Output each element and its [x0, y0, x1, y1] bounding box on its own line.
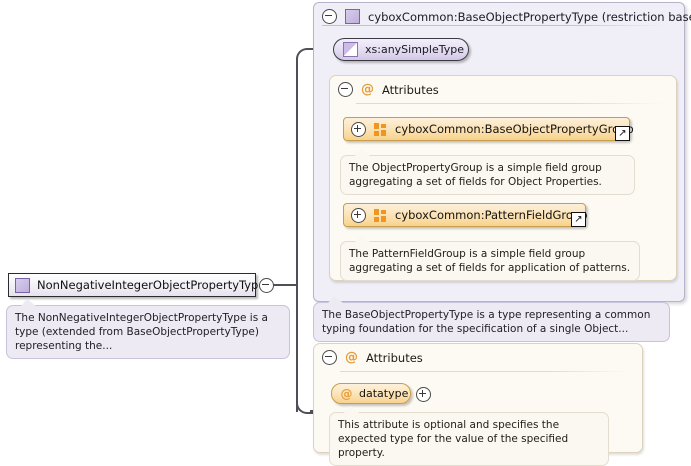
collapse-toggle-icon[interactable]: [338, 82, 353, 97]
attribute-group-description-bubble-objectpropertygroup: The ObjectPropertyGroup is a simple fiel…: [340, 149, 635, 195]
at-sign-icon: @: [345, 350, 358, 365]
attribute-group-icon: [374, 208, 387, 222]
attributes-bottom-header-divider: [340, 371, 630, 372]
attribute-group-label: cyboxCommon:PatternFieldGroup: [395, 208, 588, 222]
connector-vertical-trunk: [296, 64, 298, 412]
type-node-label: NonNegativeIntegerObjectPropertyType: [37, 278, 266, 292]
attribute-description-bubble-datatype: This attribute is optional and specifies…: [329, 406, 609, 466]
attribute-node-label: datatype: [359, 387, 409, 400]
attributes-header-divider: [356, 103, 664, 104]
type-node-collapse-toggle[interactable]: [259, 278, 274, 296]
connector-corner-top: [296, 48, 316, 68]
attributes-section-bottom-title: Attributes: [366, 350, 423, 365]
restriction-base-header: cyboxCommon:BaseObjectPropertyType (rest…: [314, 3, 691, 29]
type-node-description-text: The NonNegativeIntegerObjectPropertyType…: [15, 312, 268, 352]
collapse-toggle-icon[interactable]: [322, 9, 337, 24]
attribute-node-datatype[interactable]: @ datatype: [331, 383, 411, 404]
type-node-nonnegativeinteger[interactable]: NonNegativeIntegerObjectPropertyType: [8, 273, 265, 297]
restriction-base-description-text: The BaseObjectPropertyType is a type rep…: [322, 309, 651, 335]
expand-toggle-icon[interactable]: [351, 121, 366, 137]
simple-type-label: xs:anySimpleType: [365, 43, 464, 56]
external-link-icon[interactable]: ↗: [571, 212, 586, 227]
simple-type-node-anysimpletype[interactable]: xs:anySimpleType: [333, 38, 469, 61]
attribute-group-description-text: The PatternFieldGroup is a simple field …: [349, 248, 631, 274]
complex-type-square-icon: [15, 277, 30, 293]
complex-type-square-icon: [345, 9, 360, 24]
expand-toggle-icon[interactable]: [351, 207, 366, 223]
restriction-base-title: cyboxCommon:BaseObjectPropertyType (rest…: [368, 9, 691, 24]
collapse-toggle-icon[interactable]: [322, 350, 337, 365]
at-sign-icon: @: [361, 82, 374, 97]
attributes-section-title: Attributes: [382, 82, 439, 97]
attributes-section-bottom-header: @ Attributes: [314, 344, 642, 369]
attribute-group-label: cyboxCommon:BaseObjectPropertyGroup: [395, 122, 634, 136]
connector-left-stub: [272, 284, 298, 286]
simple-type-icon: [343, 42, 358, 57]
attributes-section-header: @ Attributes: [330, 76, 676, 101]
attribute-group-icon: [374, 122, 387, 136]
expand-toggle-icon: [416, 387, 431, 402]
attribute-description-text: This attribute is optional and specifies…: [338, 419, 569, 459]
attribute-group-node-baseobjectpropertygroup[interactable]: cyboxCommon:BaseObjectPropertyGroup ↗: [343, 117, 634, 141]
attribute-group-description-bubble-patternfieldgroup: The PatternFieldGroup is a simple field …: [340, 235, 640, 281]
collapse-toggle-icon: [259, 278, 274, 293]
type-node-description-bubble: The NonNegativeIntegerObjectPropertyType…: [6, 299, 290, 359]
at-sign-icon: @: [340, 386, 353, 401]
connector-corner-bottom: [296, 394, 316, 414]
restriction-header-divider: [322, 25, 664, 26]
attribute-group-node-patternfieldgroup[interactable]: cyboxCommon:PatternFieldGroup ↗: [343, 203, 588, 227]
attribute-group-description-text: The ObjectPropertyGroup is a simple fiel…: [349, 162, 602, 188]
attribute-node-expand-toggle[interactable]: [416, 387, 431, 405]
external-link-icon[interactable]: ↗: [615, 126, 630, 141]
restriction-base-description-bubble: The BaseObjectPropertyType is a type rep…: [313, 296, 670, 342]
